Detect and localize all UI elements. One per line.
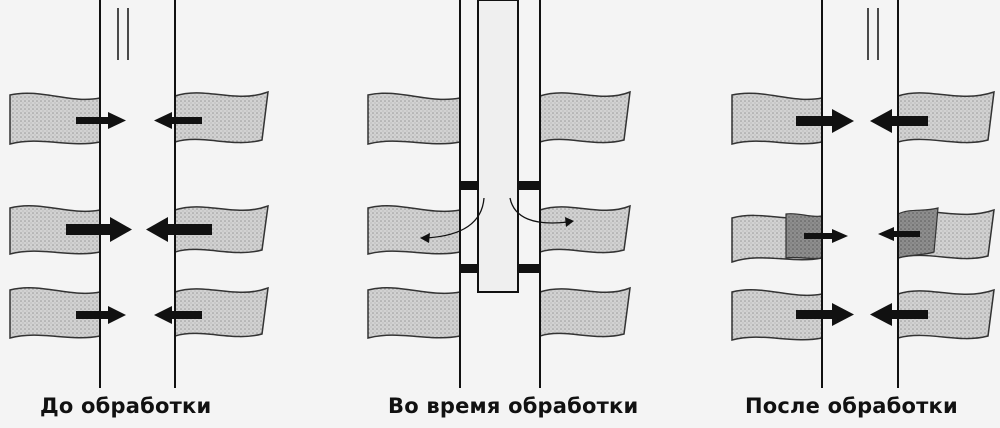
- panel-before: [9, 0, 269, 388]
- inflow-arrow-left: [154, 306, 202, 324]
- inflow-arrow-left: [878, 227, 920, 241]
- formation-layer-right-top: [897, 90, 995, 144]
- inflow-arrow-left: [870, 109, 928, 133]
- inflow-arrow-right: [796, 303, 854, 326]
- formation-layer-right-middle: [174, 204, 269, 254]
- fluid-flow-arrowhead-left: [420, 233, 430, 243]
- formation-layer-right-bottom: [897, 288, 995, 340]
- packer-upper-right: [518, 181, 540, 190]
- fluid-flow-arrow-right: [509, 197, 569, 224]
- packer-upper-left: [460, 181, 478, 190]
- inflow-arrow-left: [146, 217, 212, 242]
- caption-after-treatment: После обработки: [745, 394, 958, 418]
- caption-before-treatment: До обработки: [40, 394, 212, 418]
- inflow-arrow-left: [154, 112, 202, 129]
- inflow-arrow-right: [796, 109, 854, 133]
- formation-layer-right-top: [539, 90, 631, 144]
- inflow-arrow-left: [870, 303, 928, 326]
- inflow-arrow-right: [66, 217, 132, 242]
- treatment-tool: [477, 0, 519, 293]
- packer-lower-left: [460, 264, 478, 273]
- fluid-flow-arrowhead-right: [565, 217, 574, 227]
- formation-layer-right-middle: [539, 204, 631, 254]
- inflow-arrow-right: [804, 229, 848, 243]
- formation-layer-right-bottom: [539, 286, 631, 338]
- panel-during: [367, 0, 631, 388]
- formation-layer-left-bottom: [367, 286, 461, 339]
- fluid-flow-arrow-left: [425, 197, 485, 239]
- inflow-arrow-right: [76, 112, 126, 129]
- packer-lower-right: [518, 264, 540, 273]
- caption-during-treatment: Во время обработки: [388, 394, 639, 418]
- panel-after: [731, 0, 995, 388]
- formation-layer-left-top: [367, 92, 461, 145]
- formation-layer-right-top: [174, 90, 269, 144]
- formation-layer-left-middle: [367, 204, 461, 255]
- inflow-arrow-right: [76, 306, 126, 324]
- formation-layer-right-bottom: [174, 286, 269, 338]
